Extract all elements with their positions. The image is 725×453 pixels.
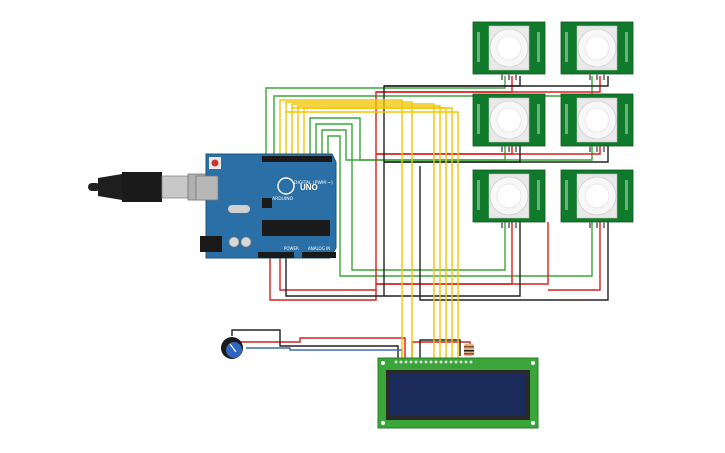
lcd-pin[interactable] <box>409 360 413 364</box>
lcd-pin[interactable] <box>434 360 438 364</box>
pir-sensor-6[interactable] <box>560 169 634 228</box>
lcd-pin[interactable] <box>444 360 448 364</box>
pir-sensor-4[interactable] <box>560 93 634 152</box>
wire-green-6 <box>327 135 593 277</box>
wire-red-7 <box>548 222 601 291</box>
analog-header[interactable] <box>302 252 336 258</box>
wire-black-pot <box>231 329 399 360</box>
lcd-pin[interactable] <box>469 360 473 364</box>
pir-sensor-3[interactable] <box>472 93 546 152</box>
wire-red-1 <box>279 76 513 291</box>
arduino-logo-icon <box>277 177 295 195</box>
lcd-pin[interactable] <box>449 360 453 364</box>
wire-red-8 <box>269 258 377 301</box>
digital-label: DIGITAL (PWM ~) <box>294 180 333 186</box>
lcd-pin[interactable] <box>404 360 408 364</box>
wire-black-2 <box>384 76 609 87</box>
brand-label: ARDUINO <box>272 196 294 202</box>
wire-yellow-6 <box>292 107 453 360</box>
lcd-pin[interactable] <box>439 360 443 364</box>
wire-black-5 <box>384 222 521 297</box>
wire-red-4 <box>376 146 601 155</box>
power-header[interactable] <box>258 252 294 258</box>
pir-sensors <box>472 21 634 228</box>
lcd-pin[interactable] <box>429 360 433 364</box>
wire-green-5 <box>321 129 593 161</box>
lcd-pin[interactable] <box>464 360 468 364</box>
wire-yellow-4 <box>297 105 441 360</box>
wire-green-3 <box>309 117 506 161</box>
wire-red-2 <box>376 76 601 93</box>
digital-header[interactable] <box>262 156 332 162</box>
atmega-chip <box>262 220 330 236</box>
usb-cable <box>88 172 215 202</box>
lcd-pin[interactable] <box>419 360 423 364</box>
power-jack <box>200 236 222 252</box>
power-label: POWER <box>284 246 299 251</box>
wire-red-3 <box>376 146 513 155</box>
lcd-pin-header[interactable] <box>394 360 473 364</box>
lcd-pin[interactable] <box>394 360 398 364</box>
pir-sensor-5[interactable] <box>472 169 546 228</box>
resistor <box>464 344 474 356</box>
lcd-pin[interactable] <box>424 360 428 364</box>
lcd-pin[interactable] <box>459 360 463 364</box>
wire-red-pot <box>240 337 406 360</box>
arduino-uno[interactable]: DIGITAL (PWM ~) UNO ARDUINO POWER ANALOG… <box>195 153 337 259</box>
wire-yellow-1 <box>279 99 403 360</box>
wire-black-1 <box>285 76 521 297</box>
wire-yellow-7 <box>286 111 459 360</box>
wire-green-4 <box>315 123 506 271</box>
wire-black-6 <box>419 166 609 301</box>
analog-label: ANALOG IN <box>308 246 330 251</box>
lcd-pin[interactable] <box>399 360 403 364</box>
lcd-pin[interactable] <box>414 360 418 364</box>
wire-green-1 <box>265 76 506 158</box>
wire-red-5 <box>376 222 513 285</box>
lcd-screen <box>390 374 526 416</box>
pir-sensor-1[interactable] <box>472 21 546 80</box>
lcd-pin[interactable] <box>454 360 458 364</box>
wire-yellow-3 <box>291 103 435 360</box>
pir-sensor-2[interactable] <box>560 21 634 80</box>
potentiometer[interactable] <box>221 337 243 359</box>
lcd-display <box>377 357 539 429</box>
wires <box>231 76 609 360</box>
wire-yellow-2 <box>285 101 413 360</box>
model-label: UNO <box>300 183 318 192</box>
